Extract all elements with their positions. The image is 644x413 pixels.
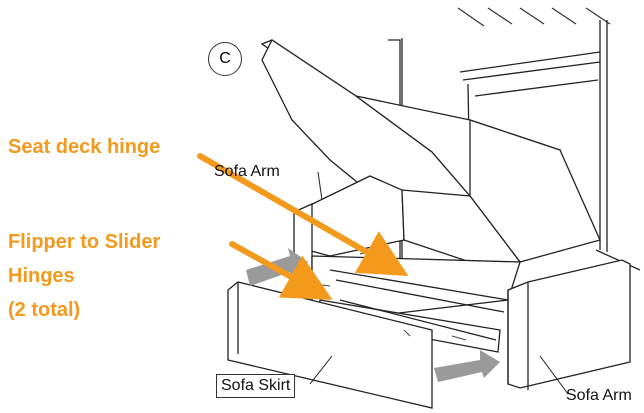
sofa-arm-bottom-label: Sofa Arm — [566, 387, 632, 404]
seat-deck-hinge-arrow — [197, 153, 409, 276]
flipper-hinge-arrow — [229, 241, 333, 300]
seat-deck-panels — [260, 39, 601, 263]
flipper-callout-line1: Flipper to Slider — [8, 231, 161, 253]
leader-lines — [309, 171, 569, 395]
sofa-arm-top-label: Sofa Arm — [214, 163, 280, 180]
wall-hatch — [457, 7, 611, 27]
callout-arrows — [197, 153, 409, 300]
sofa-skirt-label: Sofa Skirt — [216, 374, 296, 398]
seat-deck-hinge-callout: Seat deck hinge — [8, 136, 161, 158]
step-marker: C — [208, 42, 242, 76]
flipper-callout-line2: Hinges — [8, 265, 75, 287]
right-motion-arrow — [434, 350, 500, 382]
flipper-callout-line3: (2 total) — [8, 299, 81, 321]
wall-cabinet — [388, 20, 641, 271]
